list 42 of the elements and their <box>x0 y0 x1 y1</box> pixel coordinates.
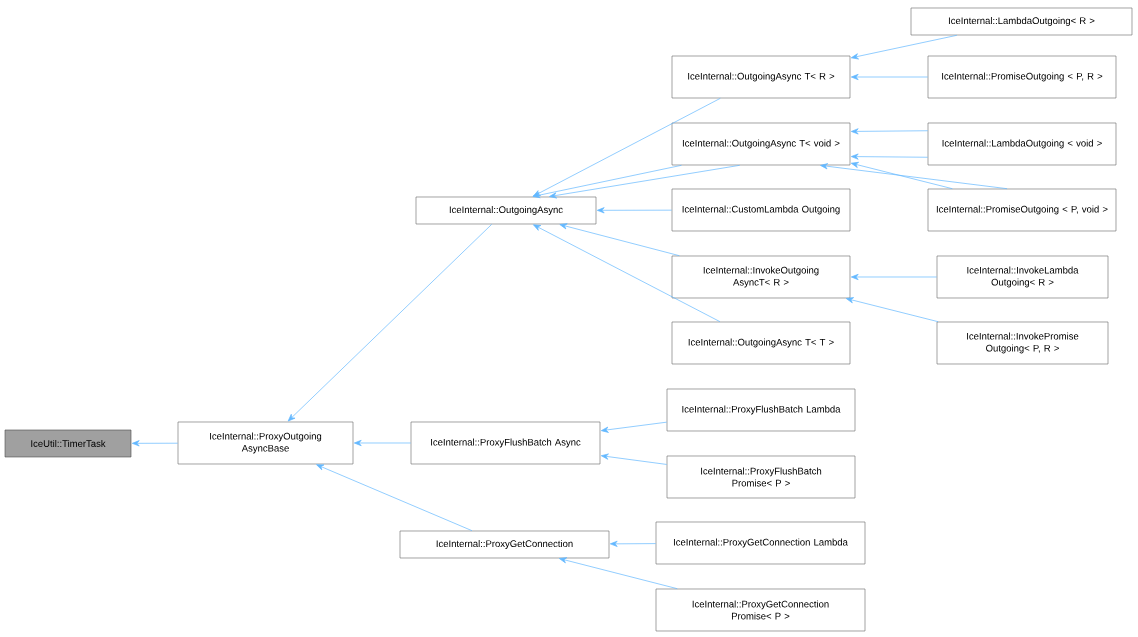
inheritance-arrow <box>600 421 668 433</box>
class-box: IceInternal::OutgoingAsync T< T > <box>671 321 851 365</box>
inheritance-arrow <box>850 153 929 160</box>
class-box: IceInternal::LambdaOutgoing < void > <box>927 122 1117 166</box>
class-box: IceInternal::OutgoingAsync T< void > <box>671 122 851 166</box>
inheritance-arrow <box>600 453 668 465</box>
inheritance-arrow <box>549 164 741 199</box>
class-box: IceInternal::OutgoingAsync <box>415 196 597 225</box>
class-box: IceInternal::InvokeLambda Outgoing< R > <box>936 255 1109 299</box>
inheritance-arrow <box>609 540 657 547</box>
inheritance-arrow <box>596 207 673 214</box>
inheritance-arrow <box>532 97 721 197</box>
inheritance-arrow <box>559 223 680 257</box>
class-box: IceInternal::ProxyFlushBatch Lambda <box>666 388 856 432</box>
inheritance-arrow <box>287 223 493 422</box>
inheritance-arrow <box>850 34 958 60</box>
inheritance-arrow <box>820 163 1008 190</box>
class-box: IceInternal::ProxyGetConnection <box>399 530 610 559</box>
inheritance-arrow <box>559 557 678 590</box>
inheritance-arrow <box>850 128 929 135</box>
class-box: IceInternal::PromiseOutgoing < P, void > <box>927 188 1117 232</box>
class-box: IceInternal::OutgoingAsync T< R > <box>671 55 851 99</box>
class-box: IceInternal::InvokePromise Outgoing< P, R > <box>936 321 1109 365</box>
class-box: IceUtil::TimerTask <box>4 429 132 458</box>
class-box: IceInternal::InvokeOutgoing AsyncT< R > <box>671 255 851 299</box>
inheritance-arrow <box>532 164 682 199</box>
inheritance-arrow <box>845 297 939 323</box>
class-box: IceInternal::LambdaOutgoing< R > <box>910 7 1133 36</box>
inheritance-arrow <box>850 73 929 81</box>
class-box: IceInternal::PromiseOutgoing < P, R > <box>927 55 1117 99</box>
inheritance-arrow <box>316 464 473 532</box>
class-box: IceInternal::ProxyGetConnection Promise< P > <box>655 588 866 632</box>
inheritance-arrow <box>850 273 938 281</box>
class-box: IceInternal::ProxyFlushBatch Async <box>410 421 601 465</box>
class-box: IceInternal::ProxyFlushBatch Promise< P > <box>666 455 856 499</box>
inheritance-arrow <box>131 440 179 447</box>
inheritance-arrow <box>533 224 721 323</box>
inheritance-arrow <box>850 161 953 190</box>
class-box: IceInternal::ProxyGetConnection Lambda <box>655 521 866 565</box>
inheritance-arrow <box>353 439 412 447</box>
class-box: IceInternal::CustomLambda Outgoing <box>671 188 851 232</box>
class-box: IceInternal::ProxyOutgoing AsyncBase <box>177 421 354 465</box>
